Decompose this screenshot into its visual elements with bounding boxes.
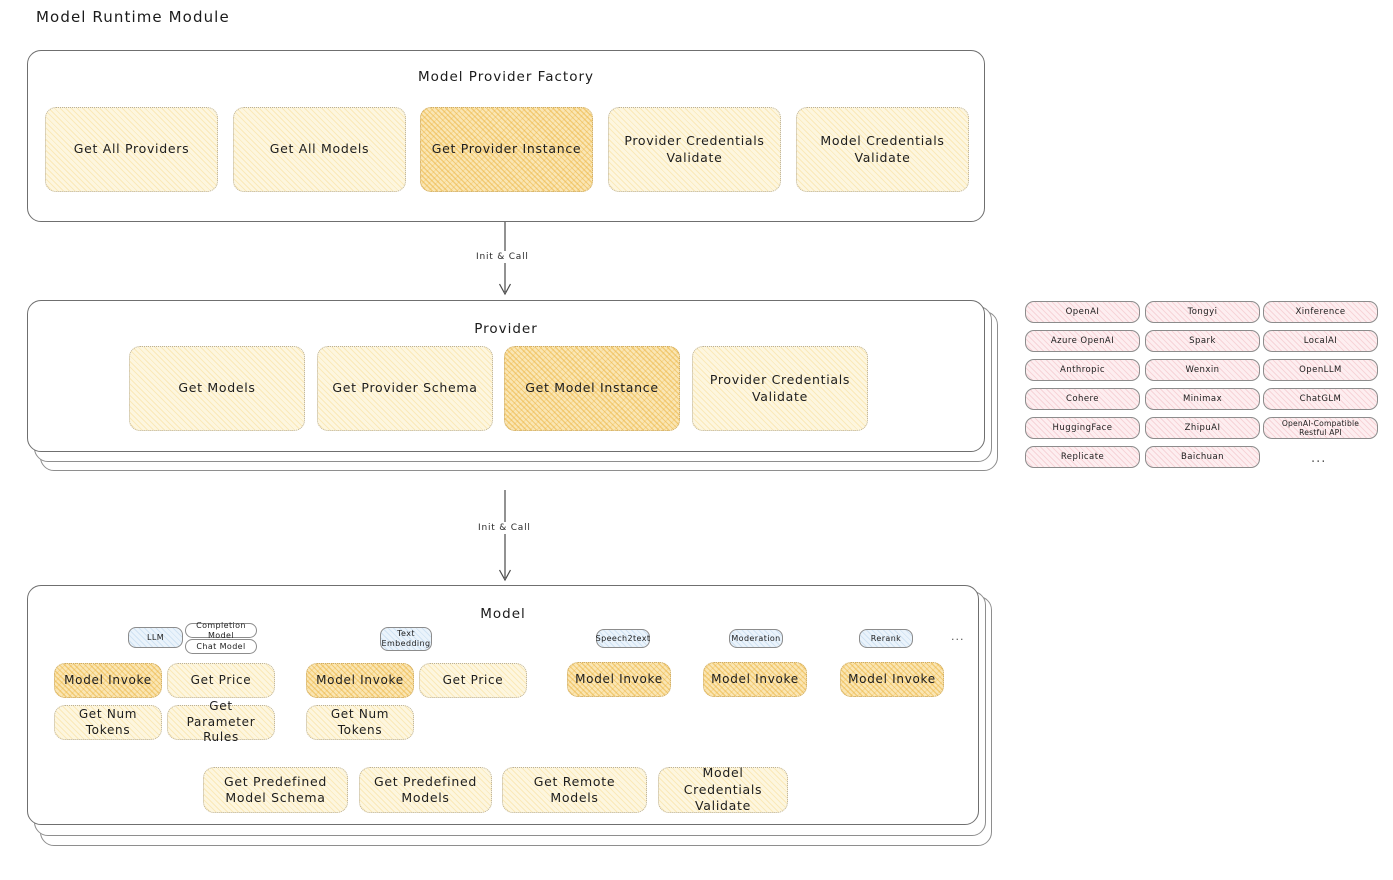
arrow-label-init-call-2: Init & Call [474,522,535,534]
provider-chip-localai[interactable]: LocalAI [1263,330,1378,352]
provider-chip-baichuan[interactable]: Baichuan [1145,446,1260,468]
page-title: Model Runtime Module [36,8,230,26]
node-llm-get-parameter-rules[interactable]: Get Parameter Rules [167,699,275,744]
node-text-embedding-get-price[interactable]: Get Price [419,663,527,698]
provider-chip-openllm[interactable]: OpenLLM [1263,359,1378,381]
node-llm-get-num-tokens[interactable]: Get Num Tokens [54,705,162,740]
provider-chip-openai-compatible-restful-api[interactable]: OpenAI-Compatible Restful API [1263,417,1378,439]
model-subtype-chat-model[interactable]: Chat Model [185,639,257,654]
node-get-provider-instance[interactable]: Get Provider Instance [420,107,593,192]
node-get-remote-models[interactable]: Get Remote Models [502,767,647,813]
model-provider-factory-title: Model Provider Factory [417,69,594,85]
arrow-label-init-call-1: Init & Call [472,251,533,263]
node-get-all-providers[interactable]: Get All Providers [45,107,218,192]
node-llm-model-invoke[interactable]: Model Invoke [54,663,162,698]
model-type-badge-rerank[interactable]: Rerank [859,629,913,648]
provider-chip-zhipuai[interactable]: ZhipuAI [1145,417,1260,439]
node-rerank-model-invoke[interactable]: Model Invoke [840,662,944,697]
provider-chip-tongyi[interactable]: Tongyi [1145,301,1260,323]
model-type-badge-moderation[interactable]: Moderation [729,629,783,648]
model-subtype-completion-model[interactable]: Completion Model [185,621,257,640]
node-get-models[interactable]: Get Models [129,346,305,431]
provider-chip-openai[interactable]: OpenAI [1025,301,1140,323]
node-get-predefined-model-schema[interactable]: Get Predefined Model Schema [203,767,348,813]
provider-chip-spark[interactable]: Spark [1145,330,1260,352]
node-get-model-instance[interactable]: Get Model Instance [504,346,680,431]
node-provider-credentials-validate-2[interactable]: Provider Credentials Validate [692,346,868,431]
node-provider-credentials-validate[interactable]: Provider Credentials Validate [608,107,781,192]
node-text-embedding-model-invoke[interactable]: Model Invoke [306,663,414,698]
provider-list-more: ... [1311,451,1327,466]
provider-chip-anthropic[interactable]: Anthropic [1025,359,1140,381]
node-get-all-models[interactable]: Get All Models [233,107,406,192]
model-title: Model [480,606,526,622]
node-model-credentials-validate-2[interactable]: Model Credentials Validate [658,765,788,813]
provider-chip-replicate[interactable]: Replicate [1025,446,1140,468]
provider-chip-minimax[interactable]: Minimax [1145,388,1260,410]
model-types-more: ... [951,630,965,643]
provider-chip-xinference[interactable]: Xinference [1263,301,1378,323]
provider-chip-huggingface[interactable]: HuggingFace [1025,417,1140,439]
model-type-badge-llm[interactable]: LLM [128,627,183,648]
node-text-embedding-get-num-tokens[interactable]: Get Num Tokens [306,705,414,740]
node-model-credentials-validate[interactable]: Model Credentials Validate [796,107,969,192]
node-get-provider-schema[interactable]: Get Provider Schema [317,346,493,431]
provider-chip-chatglm[interactable]: ChatGLM [1263,388,1378,410]
node-speech2text-model-invoke[interactable]: Model Invoke [567,662,671,697]
provider-chip-wenxin[interactable]: Wenxin [1145,359,1260,381]
model-type-badge-speech2text[interactable]: Speech2text [596,629,650,648]
provider-chip-azure-openai[interactable]: Azure OpenAI [1025,330,1140,352]
provider-title: Provider [474,321,538,337]
node-moderation-model-invoke[interactable]: Model Invoke [703,662,807,697]
model-type-badge-text-embedding[interactable]: Text Embedding [380,627,432,651]
node-llm-get-price[interactable]: Get Price [167,663,275,698]
arrow-provider-to-model [498,490,512,582]
node-get-predefined-models[interactable]: Get Predefined Models [359,767,492,813]
provider-chip-cohere[interactable]: Cohere [1025,388,1140,410]
